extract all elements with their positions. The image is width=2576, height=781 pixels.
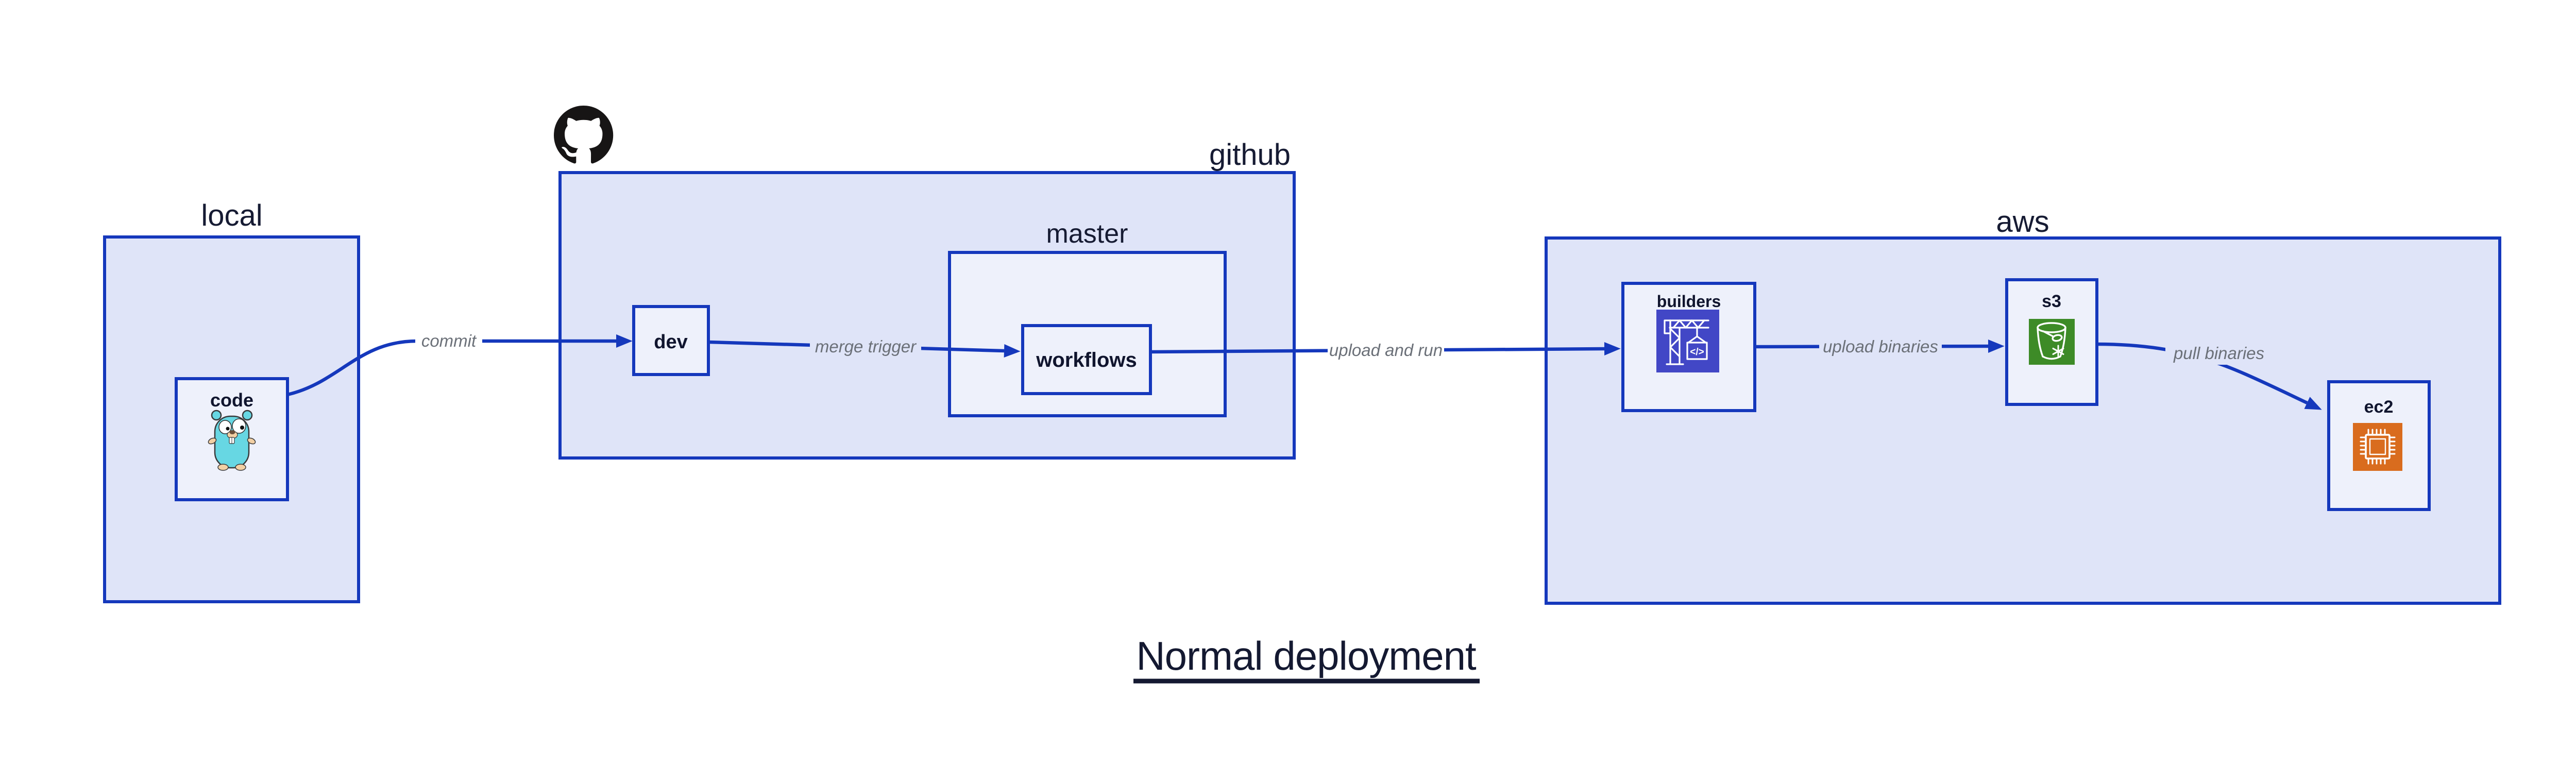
go-gopher-icon bbox=[208, 410, 256, 471]
gopher-arm bbox=[247, 437, 256, 445]
aws-group-label: aws bbox=[1996, 205, 2049, 239]
edge-commit-arrow bbox=[287, 334, 633, 397]
codebuild-icon-code-glyph: </> bbox=[1690, 347, 1704, 358]
gopher-ear bbox=[242, 410, 253, 421]
edge-label-merge-trigger: merge trigger bbox=[815, 337, 917, 356]
octocat-path bbox=[554, 106, 614, 164]
diagram-title: Normal deployment bbox=[1136, 633, 1477, 678]
edge-pull-binaries-arrow bbox=[2096, 342, 2322, 410]
github-group-label: github bbox=[1209, 138, 1291, 172]
codebuild-icon-bg bbox=[1656, 310, 1719, 372]
github-group: github dev master workflows bbox=[554, 106, 1296, 460]
local-group-label: local bbox=[201, 199, 262, 232]
builders-node-label: builders bbox=[1657, 292, 1721, 311]
edge-label-upload-binaries: upload binaries bbox=[1823, 337, 1938, 356]
edge-label-commit: commit bbox=[421, 331, 477, 350]
edge-label-bg bbox=[810, 336, 921, 358]
s3-bucket-glyph bbox=[2037, 322, 2066, 360]
ec2-chip-icon bbox=[2353, 423, 2402, 471]
ec2-chip-glyph bbox=[2360, 429, 2396, 465]
gopher-foot bbox=[217, 464, 229, 471]
workflows-node-box bbox=[1021, 324, 1152, 395]
edge-label-upload-and-run: upload and run bbox=[1329, 341, 1443, 360]
gopher-ear bbox=[211, 410, 222, 421]
edge-label-bg bbox=[415, 330, 482, 352]
ec2-icon-bg bbox=[2353, 423, 2402, 471]
gopher-arm bbox=[208, 437, 217, 445]
s3-icon-bg bbox=[2029, 319, 2075, 365]
edge-label-pull-binaries: pull binaries bbox=[2173, 344, 2264, 363]
codebuild-crane-icon: </> bbox=[1656, 310, 1719, 372]
diagram-title-group: Normal deployment bbox=[1133, 633, 1480, 684]
edge-label-bg bbox=[2165, 342, 2273, 365]
local-group: local code bbox=[103, 199, 360, 603]
edge-label-bg bbox=[1328, 339, 1444, 361]
gopher-eye bbox=[232, 418, 246, 434]
workflows-node-label: workflows bbox=[1036, 349, 1137, 371]
s3-bucket-icon bbox=[2029, 319, 2075, 365]
gopher-eye bbox=[218, 420, 232, 434]
octocat-icon bbox=[554, 106, 614, 164]
ec2-node-label: ec2 bbox=[2364, 397, 2394, 417]
edges: commit merge trigger upload and run uplo… bbox=[287, 330, 2322, 410]
gopher-pupil bbox=[226, 427, 230, 431]
aws-group: aws builders </> s3 bbox=[1545, 205, 2501, 605]
master-group-label: master bbox=[1046, 219, 1128, 249]
dev-node-box bbox=[632, 305, 710, 376]
gopher-foot bbox=[235, 464, 246, 471]
edge-label-bg bbox=[1819, 336, 1942, 358]
codebuild-crane-glyph bbox=[1664, 319, 1709, 365]
gopher-pupil bbox=[240, 426, 244, 430]
s3-node-label: s3 bbox=[2042, 292, 2061, 311]
code-node-label: code bbox=[210, 389, 253, 411]
gopher-nose bbox=[229, 430, 235, 434]
dev-node-label: dev bbox=[654, 331, 687, 353]
